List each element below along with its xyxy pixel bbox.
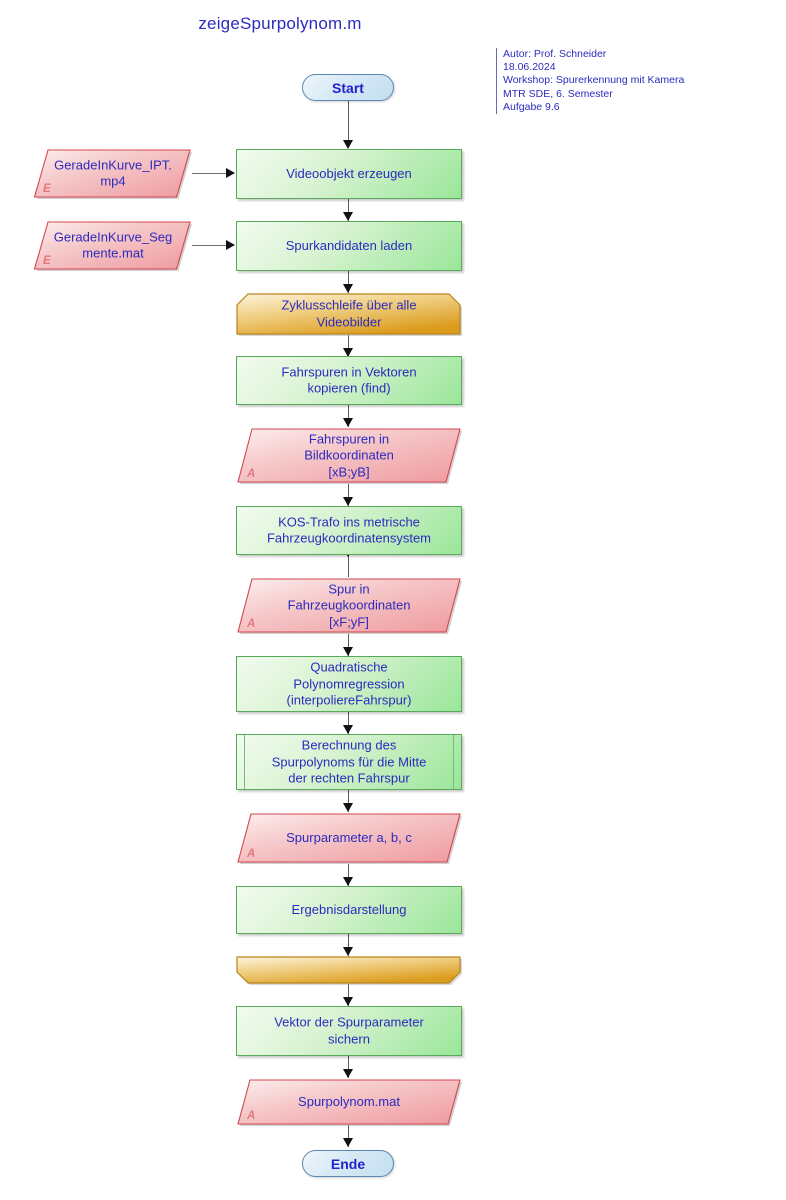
connector-arrow	[343, 212, 353, 221]
io-marker-input: E	[43, 255, 51, 267]
connector-arrow	[343, 497, 353, 506]
connector-line	[348, 790, 349, 812]
connector-line	[348, 199, 349, 221]
connector-arrow	[343, 284, 353, 293]
connector-arrow	[343, 1069, 353, 1078]
node-end[interactable]: Ende	[302, 1150, 394, 1177]
connector-line	[348, 100, 349, 148]
node-input-video[interactable]: GeradeInKurve_IPT.mp4 E	[32, 148, 192, 199]
connector-line	[192, 245, 234, 247]
connector-line	[348, 335, 349, 357]
parallelogram-shape	[33, 149, 192, 199]
annotation-line-task: Aufgabe 9.6	[503, 100, 560, 113]
connector-line	[348, 864, 349, 886]
node-out-file[interactable]: Spurpolynom.mat A	[236, 1078, 462, 1126]
connector-line	[348, 1056, 349, 1078]
parallelogram-shape	[237, 813, 462, 864]
parallelogram-shape	[237, 428, 462, 484]
node-result-display-label: Ergebnisdarstellung	[291, 901, 407, 917]
annotation-line-course: MTR SDE, 6. Semester	[503, 87, 613, 100]
node-start-label: Start	[332, 79, 364, 96]
connector-arrow	[226, 168, 235, 178]
node-load-candidates-label: Spurkandidaten laden	[285, 237, 413, 253]
page-title: zeigeSpurpolynom.m	[198, 14, 362, 33]
node-video-object-label: Videoobjekt erzeugen	[286, 165, 412, 181]
connector-arrow	[343, 997, 353, 1006]
connector-line	[348, 271, 349, 293]
node-end-label: Ende	[330, 1155, 366, 1172]
node-start[interactable]: Start	[302, 74, 394, 101]
connector-line	[348, 405, 349, 427]
connector-line	[348, 934, 349, 956]
node-video-object[interactable]: Videoobjekt erzeugen	[236, 149, 462, 199]
connector-arrow	[343, 647, 353, 656]
parallelogram-shape	[237, 1079, 462, 1126]
connector-line	[348, 712, 349, 734]
io-marker-output: A	[247, 618, 256, 630]
annotation-block: Autor: Prof. Schneider 18.06.2024 Worksh…	[496, 48, 743, 115]
io-marker-output: A	[247, 468, 256, 480]
loop-start-shape	[236, 293, 462, 336]
connector-arrow	[343, 348, 353, 357]
connector-arrow	[343, 1138, 353, 1147]
node-out-params[interactable]: Spurparameter a, b, c A	[236, 812, 462, 864]
connector-arrow	[226, 240, 235, 250]
connector-arrow	[343, 947, 353, 956]
connector-line	[348, 984, 349, 1006]
connector-arrow	[343, 877, 353, 886]
annotation-line-workshop: Workshop: Spurerkennung mit Kamera	[503, 74, 685, 87]
connector-line	[348, 555, 349, 577]
connector-arrow	[343, 418, 353, 427]
connector-arrow	[343, 803, 353, 812]
io-marker-input: E	[43, 183, 51, 195]
io-marker-output: A	[247, 848, 256, 860]
connector-line	[348, 484, 349, 506]
connector-line	[348, 1125, 349, 1147]
node-result-display[interactable]: Ergebnisdarstellung	[236, 886, 462, 934]
node-load-candidates[interactable]: Spurkandidaten laden	[236, 221, 462, 271]
parallelogram-shape	[237, 578, 462, 634]
loop-end-shape	[236, 956, 462, 985]
io-marker-output: A	[247, 1110, 256, 1122]
connector-line	[192, 173, 234, 175]
node-loop-end[interactable]	[236, 956, 462, 985]
annotation-line-date: 18.06.2024	[503, 61, 556, 74]
connector-line	[348, 634, 349, 656]
parallelogram-shape	[33, 221, 192, 271]
annotation-line-author: Autor: Prof. Schneider	[503, 48, 607, 60]
connector-arrow	[343, 725, 353, 734]
connector-arrow	[343, 140, 353, 149]
